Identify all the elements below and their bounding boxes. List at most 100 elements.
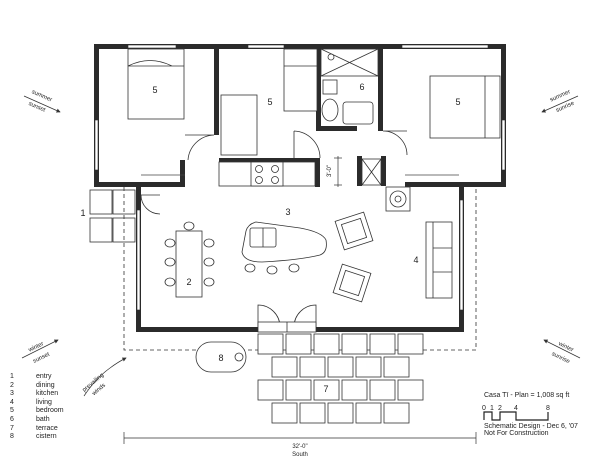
room-label-living: 4 — [413, 255, 418, 265]
legend-num: 7 — [10, 424, 14, 432]
closet-wall — [357, 156, 362, 186]
scale-label-8: 8 — [546, 405, 550, 412]
room-label-entry: 1 — [80, 208, 85, 218]
bed2-south-wall — [219, 158, 319, 162]
room-label-terrace: 7 — [323, 384, 328, 394]
room-label-bedroom-right: 5 — [455, 97, 460, 107]
legend-row: 2 dining — [10, 382, 64, 391]
wall-bed1-bed2 — [214, 49, 219, 135]
north-wall — [94, 44, 506, 49]
bed-middle — [283, 48, 318, 112]
bed1-door-jamb — [180, 160, 185, 187]
legend-num: 8 — [10, 433, 14, 441]
east-bedroom-wall — [501, 44, 506, 184]
dining-set — [164, 221, 215, 298]
bed-right — [429, 75, 501, 139]
dining-table — [175, 230, 203, 298]
sofa — [425, 221, 453, 299]
desk-middle — [220, 94, 258, 156]
toilet-tank — [322, 79, 338, 95]
scale-bar-labels: 0 1 2 4 8 — [482, 405, 550, 412]
winter-sunset-label-2: sunset — [32, 351, 51, 364]
dimension-lines — [123, 156, 477, 444]
entry-pavers — [89, 189, 136, 243]
legend-label: living — [36, 398, 52, 406]
legend-num: 3 — [10, 390, 14, 398]
winter-sunrise-arrow — [543, 339, 581, 359]
bed2-door — [293, 130, 321, 159]
legend-label: terrace — [36, 424, 58, 432]
room-labels: 5 5 6 5 3 1 2 4 8 7 — [80, 82, 460, 394]
room-label-bedroom-left: 5 — [152, 85, 157, 95]
beds — [127, 48, 501, 156]
entry-wall-top — [94, 182, 141, 187]
toilet-bowl — [321, 98, 339, 122]
legend-num: 2 — [10, 381, 14, 389]
room-label-kitchen: 3 — [285, 207, 290, 217]
sink — [342, 101, 374, 125]
legend-row: 5 bedroom — [10, 407, 64, 416]
legend-label: dining — [36, 381, 55, 389]
south-wall-left — [136, 327, 258, 332]
south-label: South — [292, 452, 308, 458]
orientation-arrows — [21, 95, 581, 397]
legend-num: 1 — [10, 373, 14, 380]
room-label-dining: 2 — [186, 277, 191, 287]
terrace-pavers — [257, 333, 424, 424]
side-windows — [94, 119, 506, 311]
west-bedroom-wall — [94, 44, 99, 184]
room-label-bath: 6 — [359, 82, 364, 92]
south-wall-right — [316, 327, 464, 332]
bed1-door — [185, 134, 215, 161]
winter-sunrise-label-2: sunrise — [550, 351, 571, 365]
title-block: Casa Tī - Plan = 1,008 sq ft Schematic D… — [484, 392, 578, 437]
bed-left — [127, 48, 185, 120]
bath-fixtures — [320, 48, 379, 125]
room-label-cistern: 8 — [218, 353, 223, 363]
wall-bed2-bath — [316, 49, 321, 131]
kitchen-fixtures — [218, 158, 411, 275]
legend-row: 7 terrace — [10, 425, 64, 434]
scale-label-4: 4 — [514, 405, 518, 412]
design-status: Schematic Design - Dec 6, '07 — [484, 423, 578, 430]
bed3-door — [382, 130, 408, 156]
scale-label-2: 2 — [498, 405, 502, 412]
living-furniture — [332, 211, 453, 303]
east-corner-wall — [459, 182, 506, 187]
kitchen-end-wall — [315, 158, 320, 187]
bed1-south-wall — [141, 182, 185, 187]
legend-label: cistern — [36, 433, 57, 441]
bath-wall — [321, 126, 357, 131]
north-windows — [127, 44, 489, 49]
legend-row: 4 living — [10, 399, 64, 408]
legend-label: entry — [36, 373, 52, 380]
legend-row: 1 entry — [10, 373, 64, 382]
cistern — [195, 341, 247, 373]
scale-label-1: 1 — [490, 405, 494, 412]
summer-sunset-arrow — [23, 95, 61, 113]
bed3-south-wall — [405, 182, 459, 187]
interior-walls — [141, 49, 459, 187]
summer-sunset-label-1: summer — [31, 89, 53, 103]
entry-door — [140, 194, 161, 215]
legend-num: 6 — [10, 415, 14, 423]
hall-depth-label: 3'-0" — [327, 165, 333, 177]
legend-row: 6 bath — [10, 416, 64, 425]
winter-sunrise-label-1: winter — [556, 341, 574, 354]
construction-disclaimer: Not For Construction — [484, 430, 549, 437]
plan-title: Casa Tī - Plan = 1,008 sq ft — [484, 392, 570, 399]
summer-sunrise-arrow — [541, 95, 579, 113]
dimension-labels: 32'-0" South 3'-0" — [292, 165, 333, 458]
prevailing-winds-arrow — [83, 357, 127, 397]
legend-num: 4 — [10, 398, 14, 406]
legend-num: 5 — [10, 407, 14, 415]
legend-row: 8 cistern — [10, 433, 64, 442]
legend-label: bath — [36, 415, 50, 423]
legend-label: bedroom — [36, 407, 64, 415]
summer-sunrise-label-2: sunrise — [555, 100, 576, 114]
overall-width-label: 32'-0" — [292, 444, 307, 450]
summer-sunset-label-2: sunset — [27, 101, 46, 114]
